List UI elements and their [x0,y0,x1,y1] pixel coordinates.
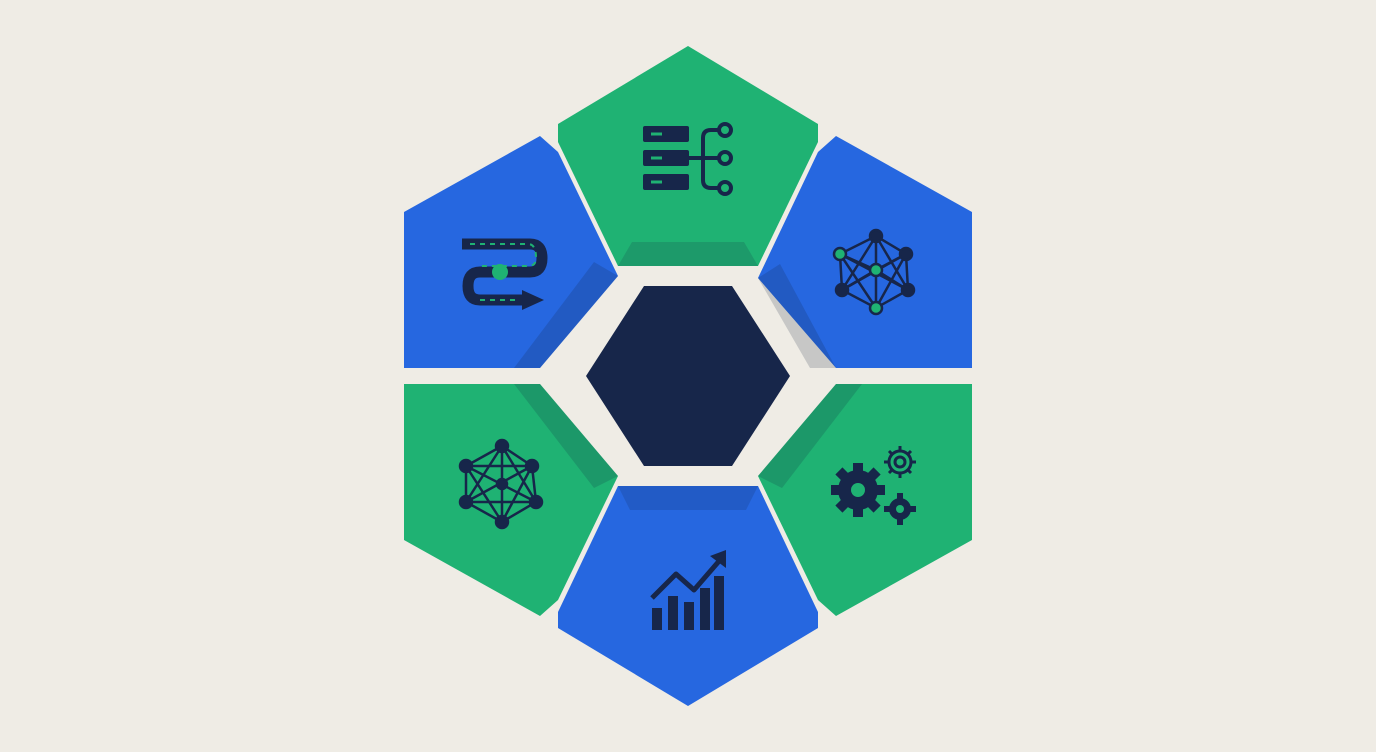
neural-network-icon [458,438,544,530]
segment-upper-left-inner-shade [514,262,618,368]
network-mesh-icon [832,228,916,316]
segment-bottom-inner-shade [618,486,758,510]
center-hexagon[interactable] [586,286,790,466]
segment-top-inner-shade [618,242,758,266]
segment-upper-right-inner-shade [758,264,836,368]
segment-lower-left[interactable] [404,384,618,616]
segment-lower-right-inner-shade [758,384,862,488]
segment-lower-left-panel [404,384,618,616]
segment-upper-right[interactable] [758,136,972,368]
segment-upper-left-panel [404,136,618,368]
segment-lower-left-inner-shade [514,384,618,488]
segment-lower-right[interactable] [758,384,972,616]
segment-bottom[interactable] [558,486,818,706]
growth-chart-icon [650,550,726,630]
roadmap-path-icon [462,238,548,310]
segment-bottom-panel [558,486,818,706]
segment-upper-left[interactable] [404,136,618,368]
server-network-icon [643,122,733,196]
segment-top[interactable] [558,46,818,266]
